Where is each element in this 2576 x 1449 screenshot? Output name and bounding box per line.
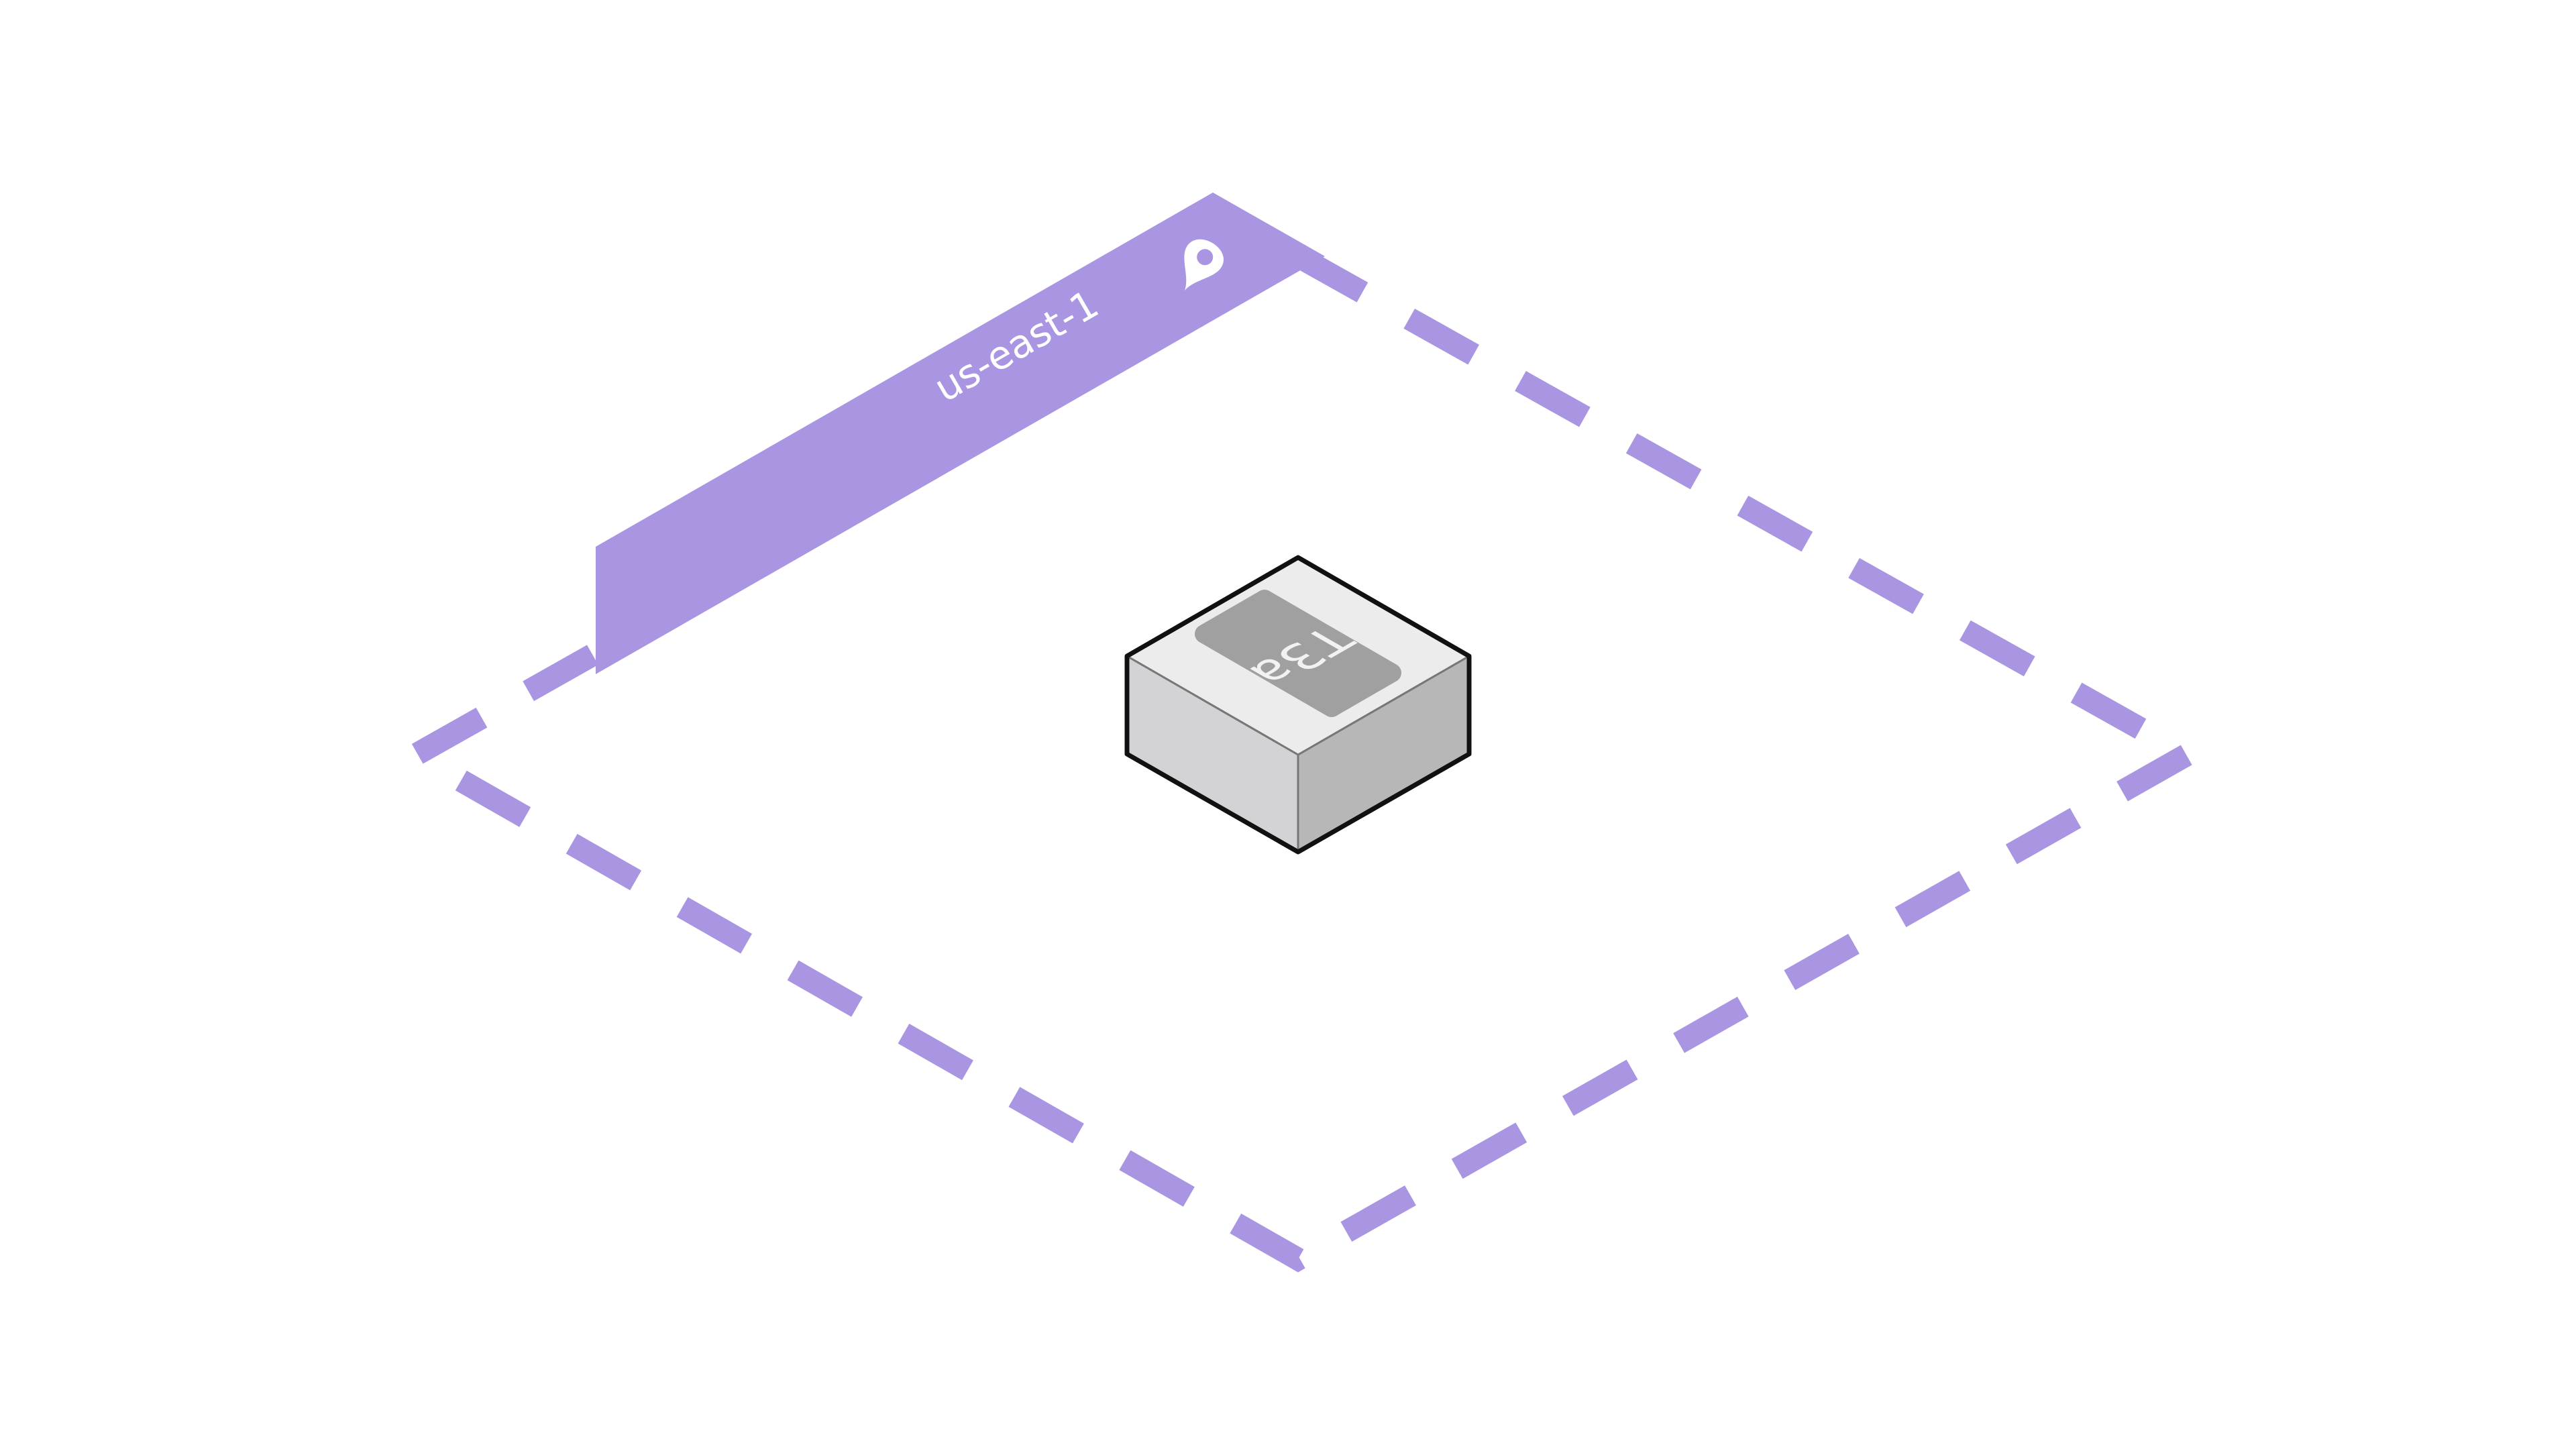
instance-badge-shape [1195, 590, 1401, 717]
instance-box-outline [1124, 555, 1472, 855]
region-boundary [392, 243, 2210, 1273]
instance-box[interactable]: T3a [1124, 555, 1472, 855]
region-label-tab[interactable]: us-east-1 [596, 193, 1325, 674]
region-label-banner [596, 193, 1325, 674]
location-pin-icon [1184, 239, 1224, 291]
